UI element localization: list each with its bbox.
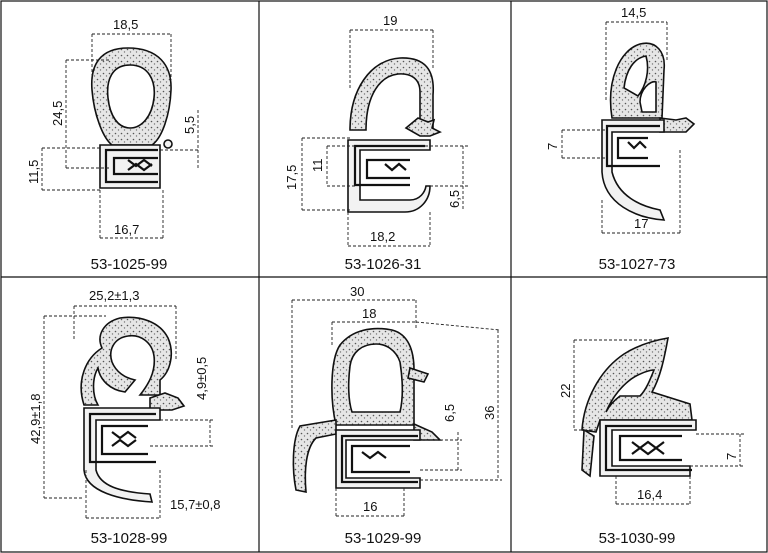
profile-flap bbox=[659, 117, 696, 133]
profile-flap bbox=[407, 366, 430, 383]
dim-lip: 5,5 bbox=[182, 116, 197, 134]
profile-cell-4: 25,2±1,3 42,9±1,8 4,9±0,5 15,7±0,8 53-10… bbox=[28, 288, 221, 547]
dim-height-bulb: 24,5 bbox=[50, 101, 65, 126]
dim-lip-height: 6,5 bbox=[447, 190, 462, 208]
profile-code: 53-1026-31 bbox=[345, 256, 422, 273]
dim-width-base: 16 bbox=[363, 499, 377, 514]
dim-width-base: 16,4 bbox=[637, 487, 662, 502]
dim-width-base: 15,7±0,8 bbox=[170, 497, 221, 512]
dim-height-clip: 7 bbox=[545, 143, 560, 150]
profile-code: 53-1027-73 bbox=[599, 256, 676, 273]
dim-width-base: 16,7 bbox=[114, 222, 139, 237]
dim-width-top: 18,5 bbox=[113, 17, 138, 32]
profile-fins bbox=[361, 450, 387, 460]
profile-code: 53-1030-99 bbox=[599, 530, 676, 547]
profile-flap bbox=[404, 117, 442, 137]
profile-clip bbox=[605, 124, 660, 168]
profile-fins bbox=[127, 158, 153, 172]
profile-strip bbox=[581, 428, 595, 478]
dim-width-base: 18,2 bbox=[370, 229, 395, 244]
dim-width-top: 19 bbox=[383, 13, 397, 28]
profile-clip bbox=[604, 424, 692, 472]
dim-height-total: 17,5 bbox=[284, 165, 299, 190]
profile-code: 53-1028-99 bbox=[91, 530, 168, 547]
profile-fins bbox=[631, 440, 665, 456]
profile-fin bbox=[581, 337, 693, 433]
dim-height-clip: 7 bbox=[724, 453, 739, 460]
profile-clip bbox=[353, 144, 425, 187]
profile-cell-1: 18,5 24,5 5,5 11,5 16,7 53-1025-99 bbox=[26, 17, 199, 273]
profile-fins bbox=[111, 430, 137, 448]
profile-fins bbox=[384, 162, 407, 172]
dim-height-total: 36 bbox=[482, 406, 497, 420]
dim-width-top: 14,5 bbox=[621, 5, 646, 20]
profile-clip bbox=[88, 412, 156, 464]
dim-height-fin: 22 bbox=[558, 384, 573, 398]
profile-base bbox=[99, 144, 161, 189]
profile-side-lip bbox=[292, 419, 337, 493]
profile-bulb bbox=[349, 57, 435, 131]
dim-height-clip: 11 bbox=[310, 159, 325, 173]
profile-base bbox=[599, 419, 697, 477]
profile-code: 53-1029-99 bbox=[345, 530, 422, 547]
profile-clip bbox=[104, 148, 158, 184]
profile-clip bbox=[340, 434, 418, 484]
profile-cell-5: 30 18 36 6,5 16 53-1029-99 bbox=[291, 284, 502, 547]
dim-width-base: 17 bbox=[634, 216, 648, 231]
profile-lip bbox=[163, 139, 173, 149]
profile-bulb bbox=[90, 47, 172, 146]
dim-height-clip: 6,5 bbox=[442, 404, 457, 422]
dim-lip: 4,9±0,5 bbox=[194, 357, 209, 400]
dim-width-outer: 30 bbox=[350, 284, 364, 299]
profile-cell-6: 22 7 16,4 53-1030-99 bbox=[558, 337, 744, 547]
profile-base bbox=[83, 407, 161, 503]
dim-height-base: 11,5 bbox=[26, 160, 41, 184]
profile-bulb bbox=[609, 42, 665, 119]
profile-cell-3: 14,5 7 17 53-1027-73 bbox=[545, 5, 696, 273]
dim-width-bulb: 18 bbox=[362, 306, 376, 321]
profile-code: 53-1025-99 bbox=[91, 256, 168, 273]
profile-base bbox=[347, 139, 431, 213]
profile-base bbox=[601, 119, 666, 221]
profile-base bbox=[335, 429, 421, 489]
profile-fins bbox=[627, 140, 647, 150]
profile-bulb bbox=[331, 327, 415, 426]
profile-bulb bbox=[80, 316, 172, 406]
dim-width-top: 25,2±1,3 bbox=[89, 288, 140, 303]
profile-cell-2: 19 17,5 11 6,5 18,2 53-1026-31 bbox=[284, 13, 470, 273]
dim-height-total: 42,9±1,8 bbox=[28, 393, 43, 444]
